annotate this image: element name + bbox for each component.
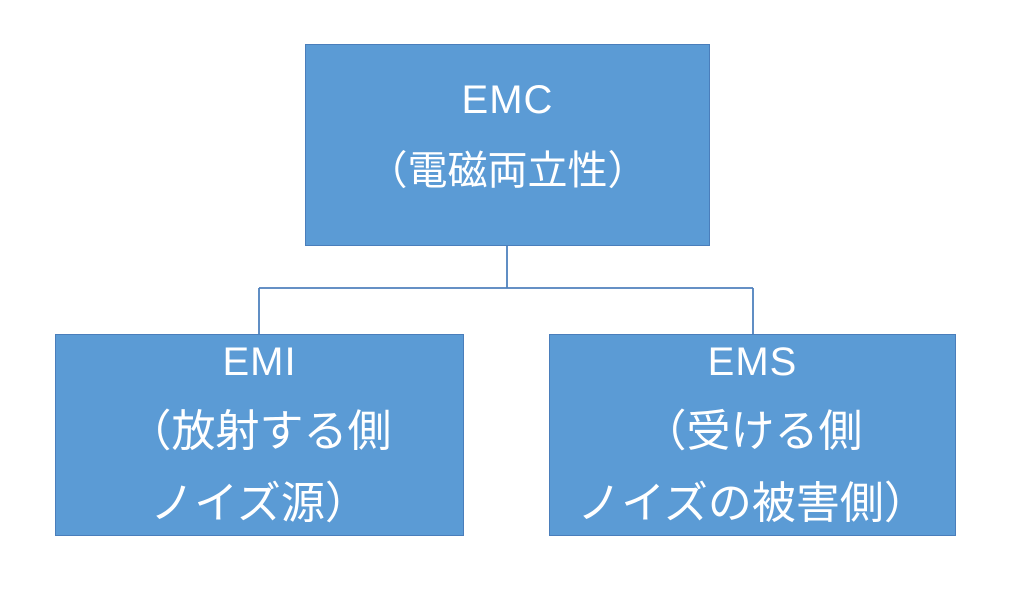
node-emi-description-line2: ノイズ源） — [150, 479, 369, 529]
node-emi: EMI （放射する側 ノイズ源） — [55, 334, 464, 536]
node-emi-acronym: EMI — [222, 340, 297, 384]
node-ems-description-line2: ノイズの被害側） — [577, 479, 928, 529]
node-emc-description: （電磁両立性） — [367, 149, 648, 194]
node-emi-description-line1: （放射する側 — [127, 406, 392, 456]
node-ems: EMS （受ける側 ノイズの被害側） — [549, 334, 956, 536]
node-ems-description-line1: （受ける側 — [642, 406, 863, 456]
node-ems-acronym: EMS — [707, 340, 798, 384]
node-emc-acronym: EMC — [461, 77, 554, 122]
node-emc: EMC （電磁両立性） — [305, 44, 710, 246]
